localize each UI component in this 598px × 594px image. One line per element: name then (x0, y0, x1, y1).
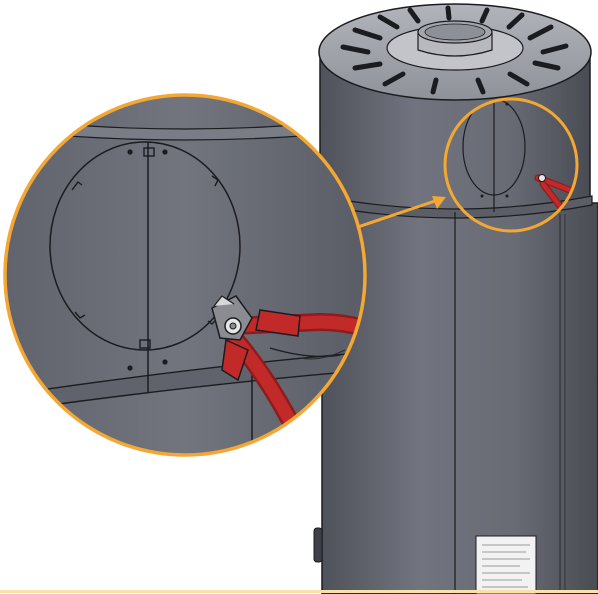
zoom-detail (5, 95, 365, 455)
bottom-divider (0, 590, 598, 593)
tank-top-cap (318, 3, 592, 101)
rating-label-plate (475, 535, 537, 594)
small-callout-ring (443, 97, 579, 233)
callout-connector-arrow (348, 196, 446, 232)
zoom-callout-ring (3, 93, 367, 457)
